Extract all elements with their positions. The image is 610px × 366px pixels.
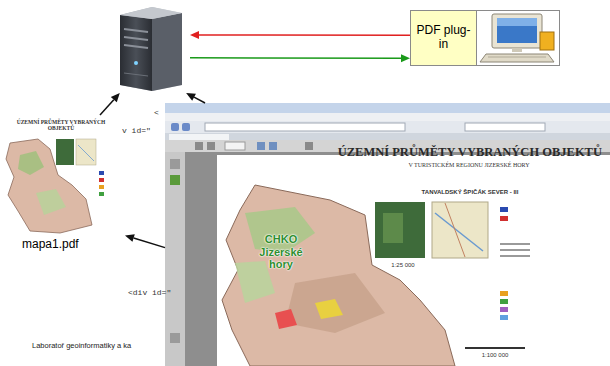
footer-text: Laboratoř geoinformatiky a ka: [32, 342, 131, 351]
connector-line: [199, 34, 410, 36]
connector-arrow: [190, 31, 410, 39]
plugin-label: PDF plug-in: [414, 24, 473, 52]
arrow-head: [401, 54, 410, 62]
plugin-box: PDF plug-in: [410, 10, 560, 66]
scale-label: 1:25 000: [378, 262, 428, 269]
connector-line: [194, 97, 205, 103]
map-area-name: TANVALDSKÝ ŠPIČÁK SEVER - III: [360, 189, 580, 196]
connector-arrow: [100, 93, 120, 115]
connector-arrow: [125, 234, 165, 247]
map-subtitle: V TURISTICKÉM REGIONU JIZERSKÉ HORY: [333, 162, 605, 169]
arrow-head: [111, 93, 120, 102]
scale-label: 1:100 000: [465, 352, 525, 359]
map-thumbnail: [0, 115, 125, 240]
connector-arrow: [186, 93, 205, 103]
thumbnail-node: ÚZEMNÍ PRŮMĚTY VYBRANÝCH OBJEKTŮ mapa1.pd…: [0, 115, 125, 255]
server-icon: [112, 5, 190, 93]
file-name: mapa1.pdf: [22, 238, 122, 252]
connector-line: [190, 57, 401, 59]
connector-arrow: [190, 54, 410, 62]
arrow-head: [190, 31, 199, 39]
connector-line: [134, 238, 165, 248]
arrow-head: [186, 93, 196, 101]
map-title: ÚZEMNÍ PRŮMĚTY VYBRANÝCH OBJEKTŮ: [337, 145, 603, 159]
connector-line: [100, 100, 114, 115]
browser-screenshot: [165, 103, 610, 366]
code-fragment: v id=": [122, 126, 151, 135]
code-fragment: <: [154, 108, 159, 117]
code-fragment: <div id=": [128, 288, 171, 297]
thumbnail-title: ÚZEMNÍ PRŮMĚTY VYBRANÝCH OBJEKTŮ: [4, 119, 118, 132]
map-region-label: CHKO Jizerské hory: [251, 233, 311, 271]
server-node: [112, 5, 190, 93]
screenshot-window: ÚZEMNÍ PRŮMĚTY VYBRANÝCH OBJEKTŮ V TURIST…: [165, 103, 610, 366]
arrow-head: [125, 234, 135, 242]
